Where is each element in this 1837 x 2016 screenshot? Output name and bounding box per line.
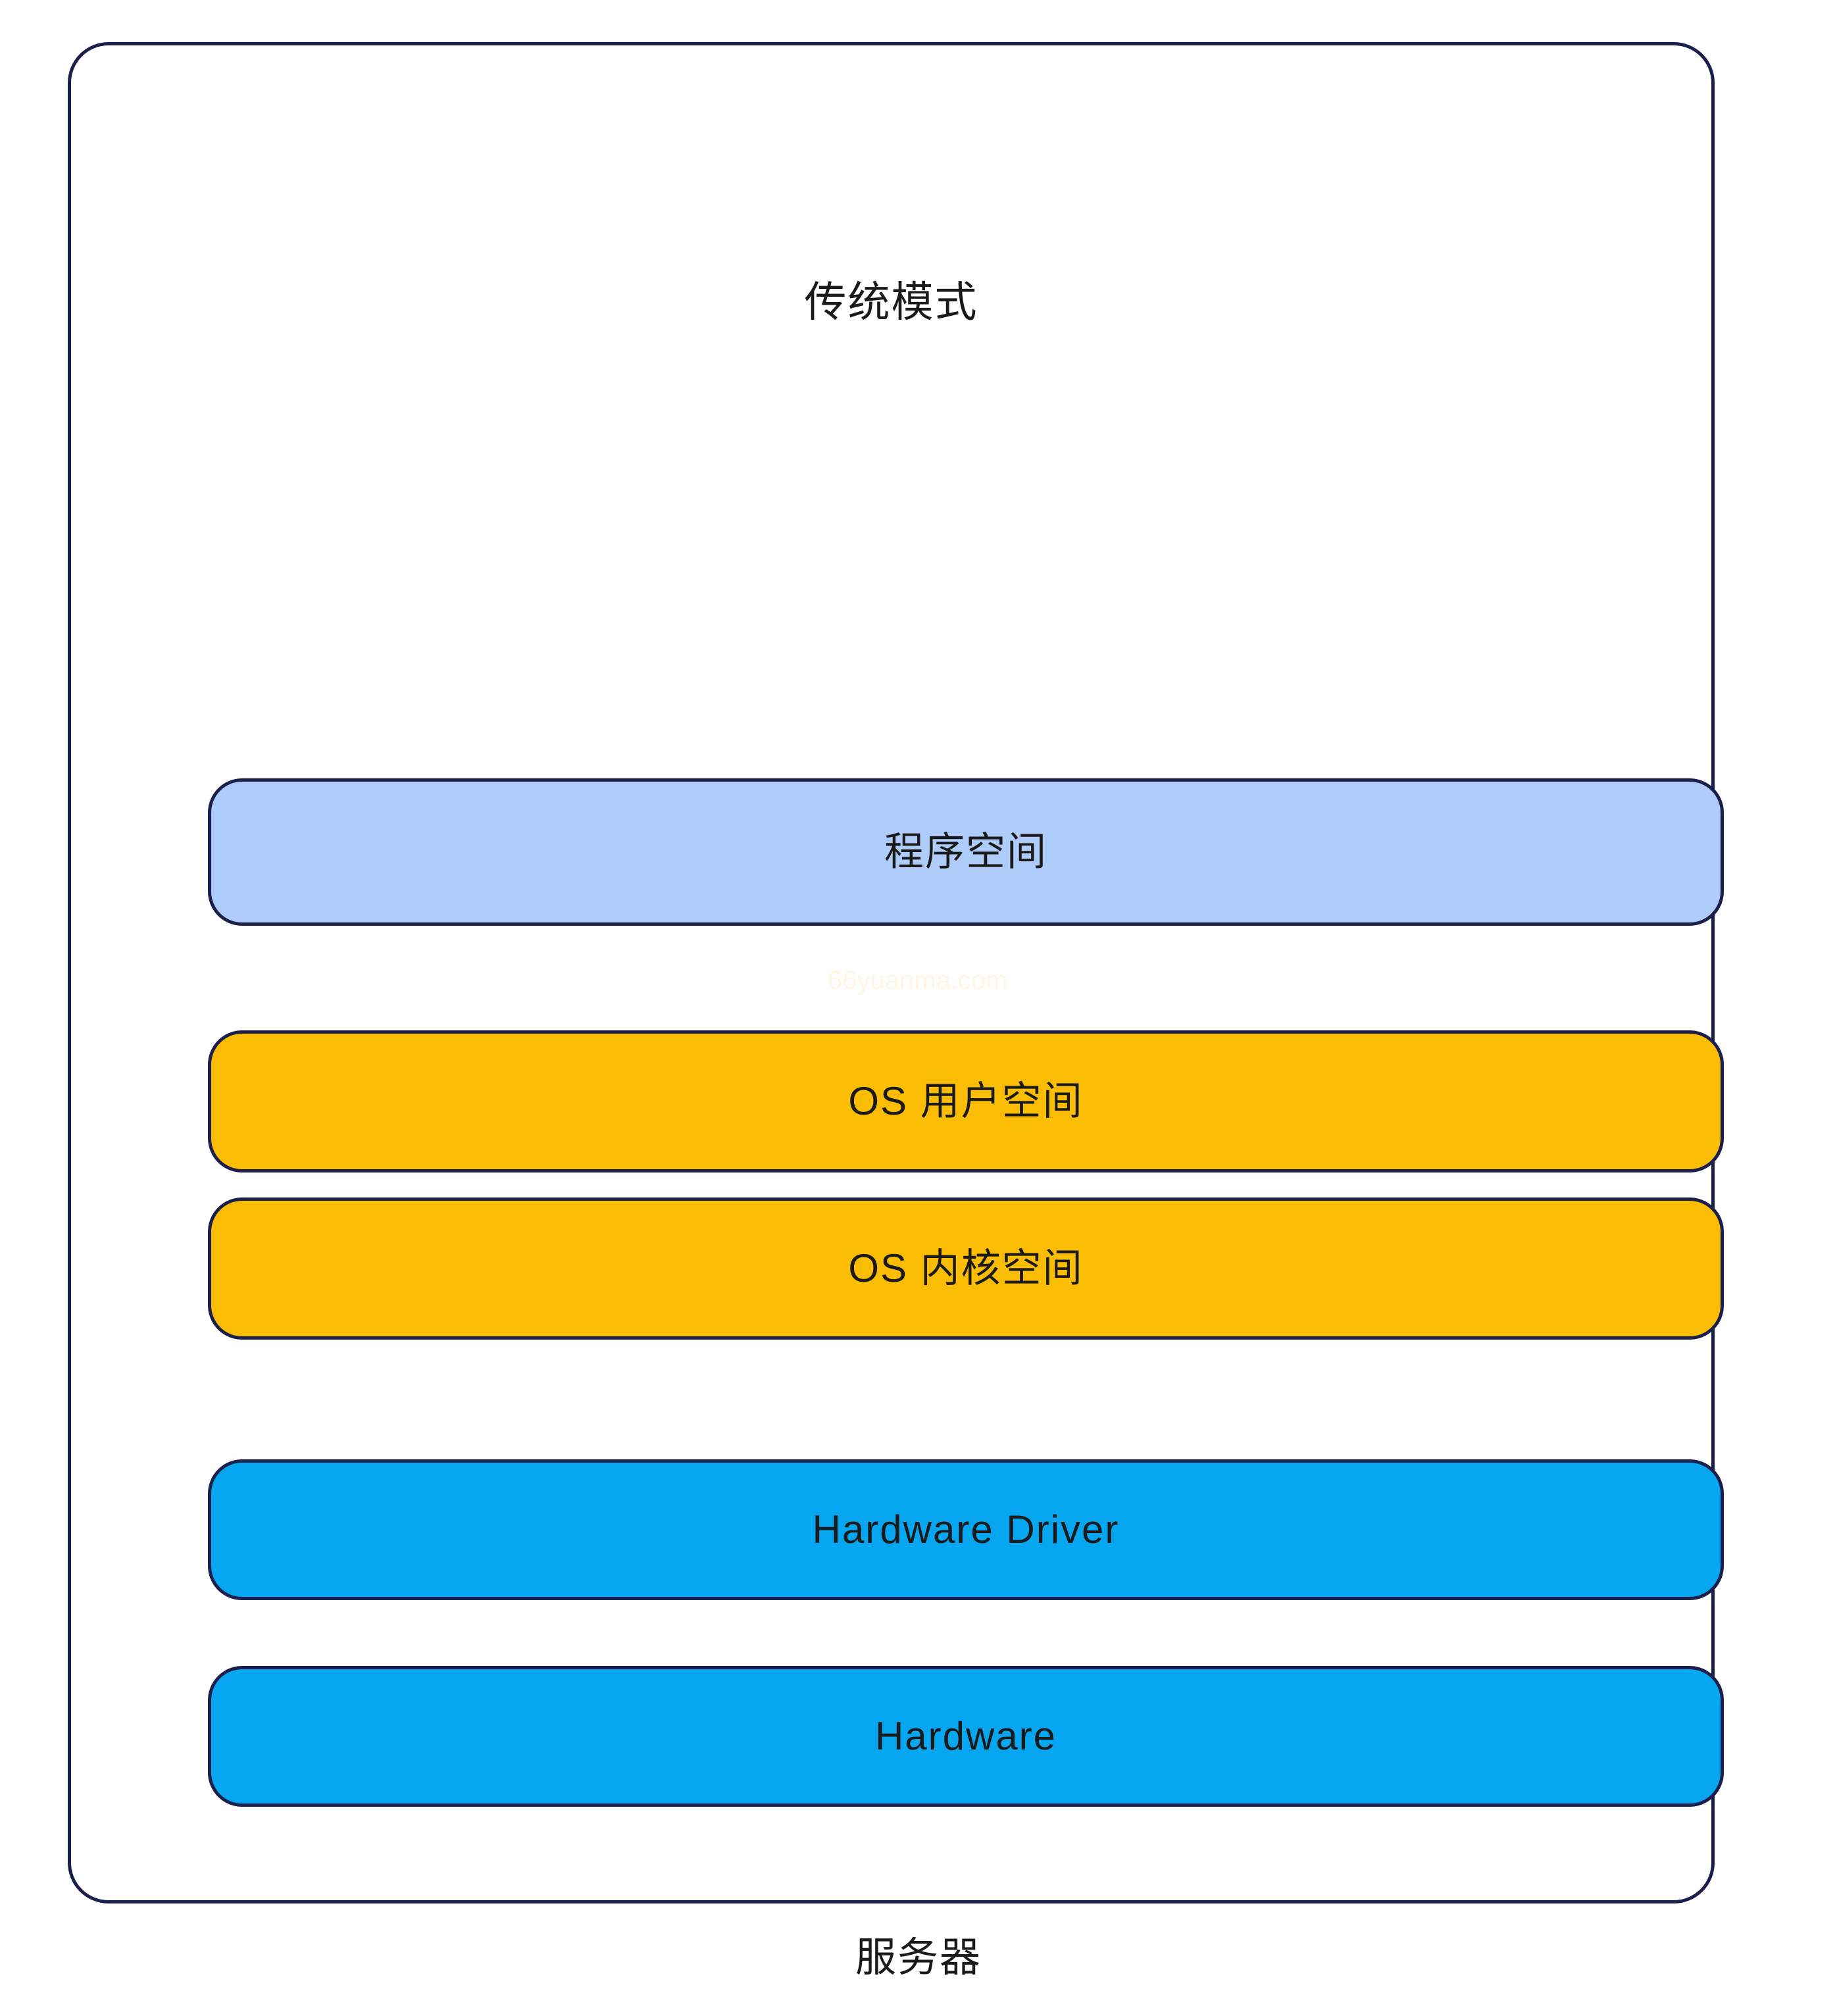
layer-hardware: Hardware (208, 1666, 1724, 1807)
layer-hardware-label: Hardware (874, 1714, 1057, 1758)
layer-hardware-driver-label: Hardware Driver (812, 1507, 1120, 1551)
layer-os-kernel-space: OS 内核空间 (208, 1197, 1724, 1340)
layer-os-user-space-label: OS 用户空间 (848, 1079, 1084, 1123)
layer-program-space-label: 程序空间 (884, 830, 1047, 874)
server-container: 传统模式 程序空间 OS 用户空间 OS 内核空间 Hardware Drive… (68, 42, 1724, 1903)
layer-os-user-space: OS 用户空间 (208, 1030, 1724, 1172)
layer-program-space: 程序空间 (208, 778, 1724, 926)
layer-os-kernel-space-label: OS 内核空间 (848, 1246, 1084, 1290)
layer-hardware-driver: Hardware Driver (208, 1459, 1724, 1600)
diagram-title: 传统模式 (804, 278, 978, 326)
bottom-caption: 服务器 (855, 1935, 982, 1980)
